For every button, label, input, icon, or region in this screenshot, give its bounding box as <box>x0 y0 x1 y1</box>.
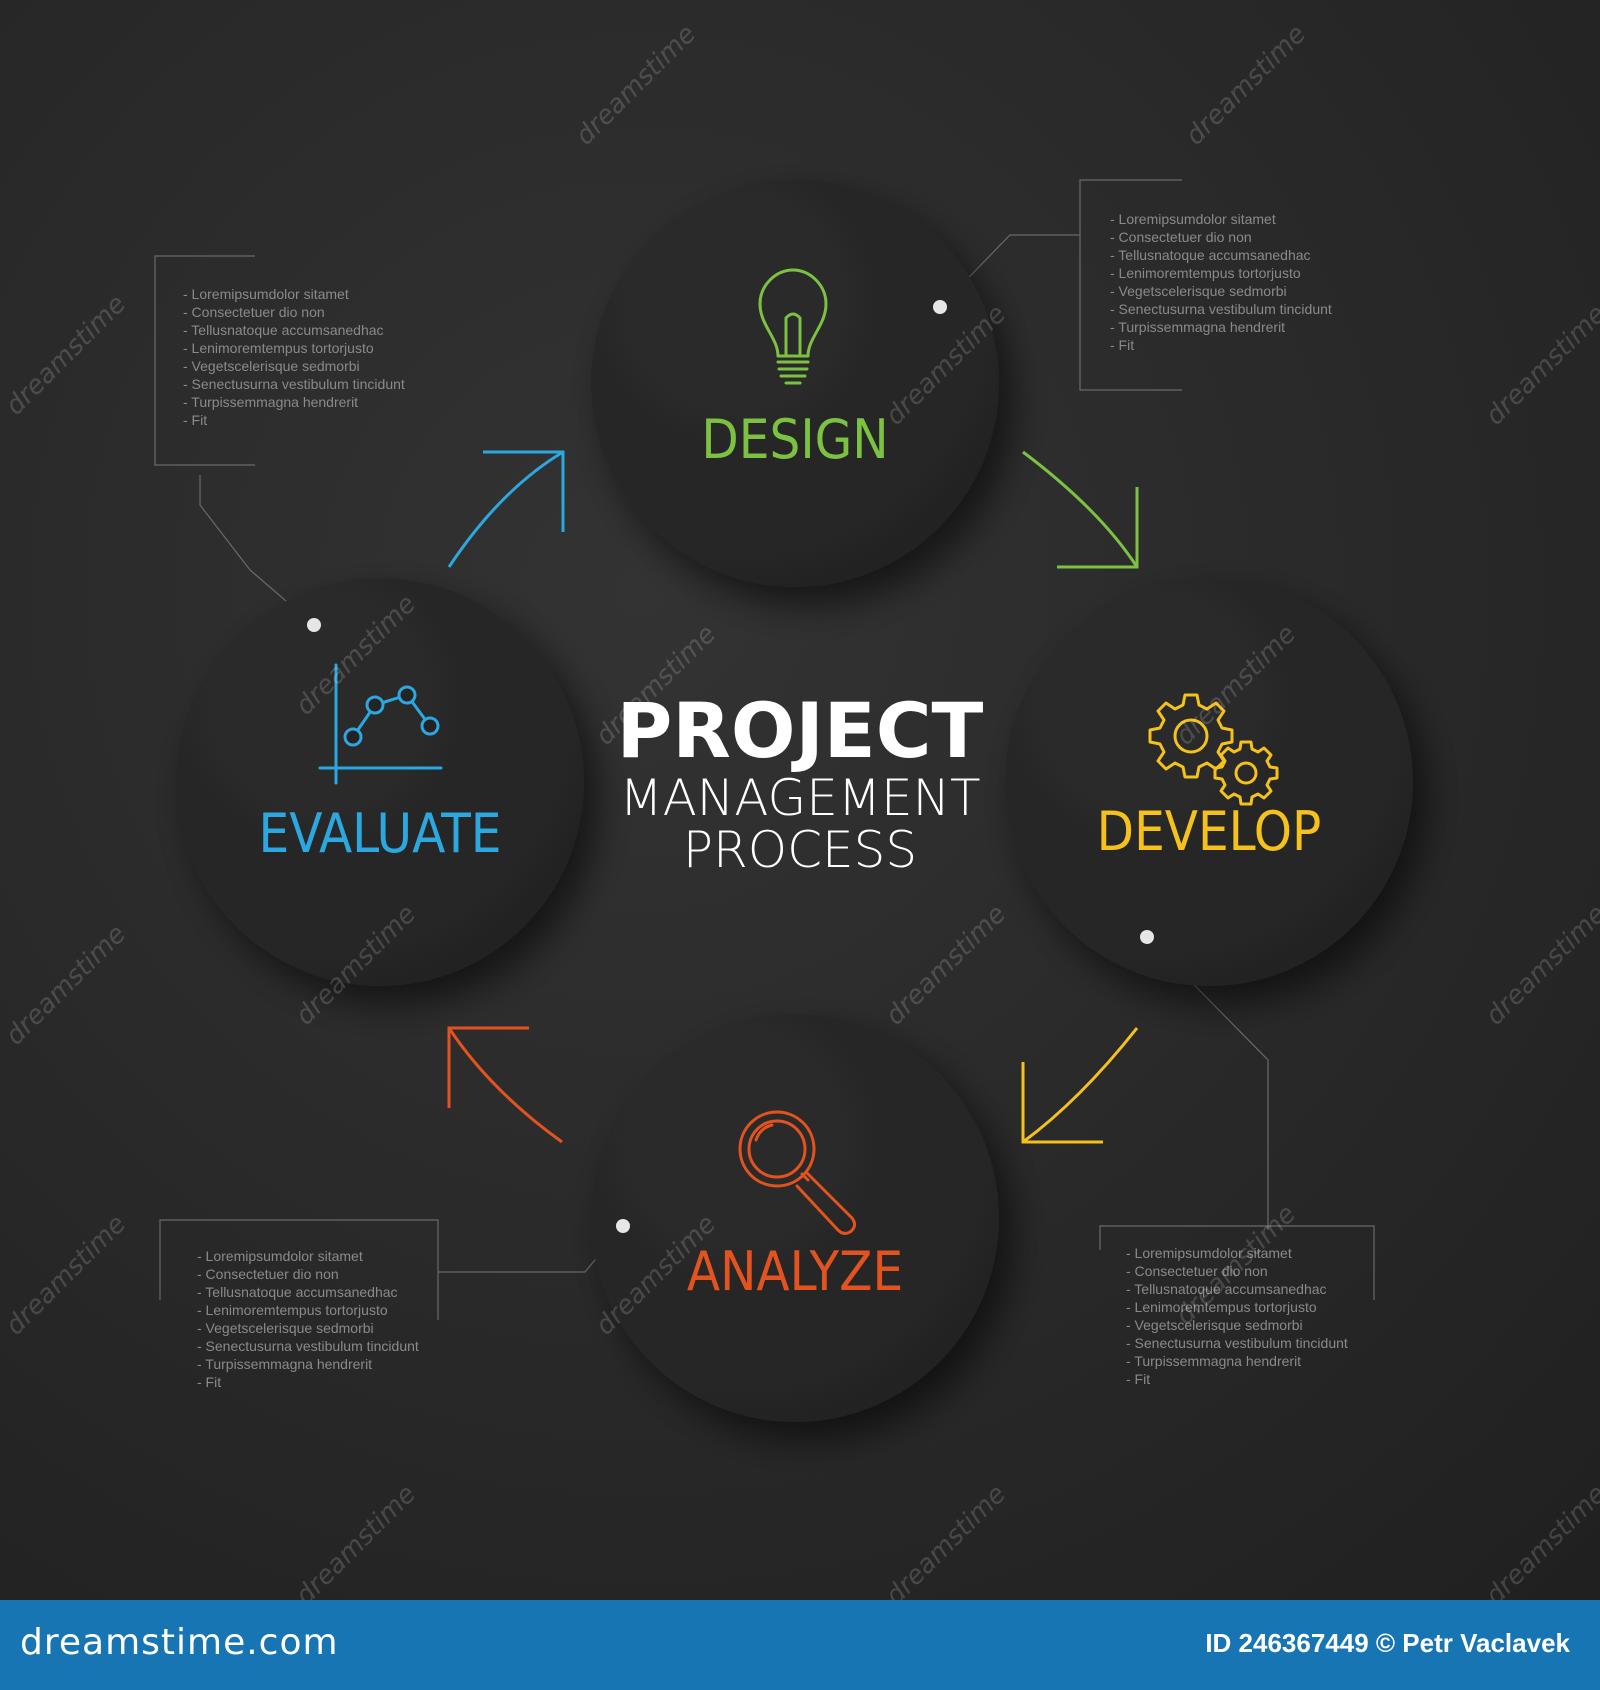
note-item: - Turpissemmagna hendrerit <box>183 394 359 410</box>
bracket-bottom-left <box>159 1219 439 1320</box>
note-item: - Senectusurna vestibulum tincidunt <box>197 1338 419 1354</box>
design-label: DESIGN <box>701 408 889 471</box>
note-item: - Loremipsumdolor sitamet <box>197 1248 363 1264</box>
process-diagram <box>154 179 1413 1422</box>
bracket-bottom-right <box>1099 1225 1375 1300</box>
evaluate-label: EVALUATE <box>258 802 502 865</box>
title-main: PROJECT <box>616 686 984 775</box>
note-item: - Tellusnatoque accumsanedhac <box>1126 1281 1327 1297</box>
connector-top-left <box>199 475 315 626</box>
arrow-design-to-develop <box>1022 450 1139 569</box>
note-item: - Vegetscelerisque sedmorbi <box>1126 1317 1303 1333</box>
develop-label: DEVELOP <box>1096 800 1322 863</box>
note-item: - Senectusurna vestibulum tincidunt <box>1110 301 1332 317</box>
footer-bar: dreamstime.com ID 246367449 © Petr Vacla… <box>0 1600 1600 1690</box>
note-bottom-right: - Loremipsumdolor sitamet - Consectetuer… <box>1126 1244 1348 1388</box>
note-item: - Vegetscelerisque sedmorbi <box>197 1320 374 1336</box>
arrow-analyze-to-evaluate <box>447 1026 563 1144</box>
note-item: - Fit <box>1110 337 1135 353</box>
arrow-evaluate-to-design <box>447 450 565 568</box>
magnifier-icon <box>738 1110 857 1235</box>
gears-icon <box>1148 693 1279 806</box>
note-item: - Loremipsumdolor sitamet <box>1110 211 1276 227</box>
note-item: - Lenimoremtempus tortorjusto <box>1110 265 1301 281</box>
note-top-left: - Loremipsumdolor sitamet - Consectetuer… <box>183 285 405 429</box>
line-chart-icon <box>318 663 443 785</box>
note-top-right: - Loremipsumdolor sitamet - Consectetuer… <box>1110 210 1332 354</box>
note-item: - Consectetuer dio non <box>1126 1263 1268 1279</box>
note-item: - Fit <box>197 1374 222 1390</box>
note-item: - Turpissemmagna hendrerit <box>1110 319 1286 335</box>
note-item: - Turpissemmagna hendrerit <box>1126 1353 1302 1369</box>
note-item: - Fit <box>1126 1371 1151 1387</box>
arrow-develop-to-analyze <box>1021 1027 1139 1144</box>
lightbulb-icon <box>758 268 828 385</box>
dot-top-left <box>307 618 321 632</box>
page-title: PROJECT MANAGEMENT PROCESS <box>590 686 1010 879</box>
note-item: - Consectetuer dio non <box>183 304 325 320</box>
title-sub-line1: MANAGEMENT <box>619 769 981 827</box>
note-item: - Vegetscelerisque sedmorbi <box>183 358 360 374</box>
note-item: - Vegetscelerisque sedmorbi <box>1110 283 1287 299</box>
note-item: - Lenimoremtempus tortorjusto <box>197 1302 388 1318</box>
footer-site: dreamstime.com <box>20 1622 339 1663</box>
analyze-circle[interactable] <box>591 1014 999 1422</box>
note-item: - Lenimoremtempus tortorjusto <box>183 340 374 356</box>
note-item: - Tellusnatoque accumsanedhac <box>1110 247 1311 263</box>
dot-bottom-right <box>1140 930 1154 944</box>
evaluate-circle[interactable] <box>176 578 584 986</box>
note-item: - Consectetuer dio non <box>197 1266 339 1282</box>
bracket-top-left <box>154 255 255 466</box>
note-item: - Turpissemmagna hendrerit <box>197 1356 373 1372</box>
title-sub-line2: PROCESS <box>682 821 918 879</box>
note-item: - Senectusurna vestibulum tincidunt <box>1126 1335 1348 1351</box>
note-item: - Fit <box>183 412 208 428</box>
dot-top-right <box>933 300 947 314</box>
dot-bottom-left <box>616 1219 630 1233</box>
analyze-label: ANALYZE <box>686 1240 904 1303</box>
note-item: - Senectusurna vestibulum tincidunt <box>183 376 405 392</box>
develop-circle[interactable] <box>1005 578 1413 986</box>
note-item: - Consectetuer dio non <box>1110 229 1252 245</box>
bracket-top-right <box>1079 179 1182 391</box>
note-bottom-left: - Loremipsumdolor sitamet - Consectetuer… <box>197 1247 419 1391</box>
footer-credit: ID 246367449 © Petr Vaclavek <box>1205 1628 1570 1658</box>
note-item: - Loremipsumdolor sitamet <box>183 286 349 302</box>
note-item: - Tellusnatoque accumsanedhac <box>183 322 384 338</box>
note-item: - Lenimoremtempus tortorjusto <box>1126 1299 1317 1315</box>
note-item: - Loremipsumdolor sitamet <box>1126 1245 1292 1261</box>
note-item: - Tellusnatoque accumsanedhac <box>197 1284 398 1300</box>
